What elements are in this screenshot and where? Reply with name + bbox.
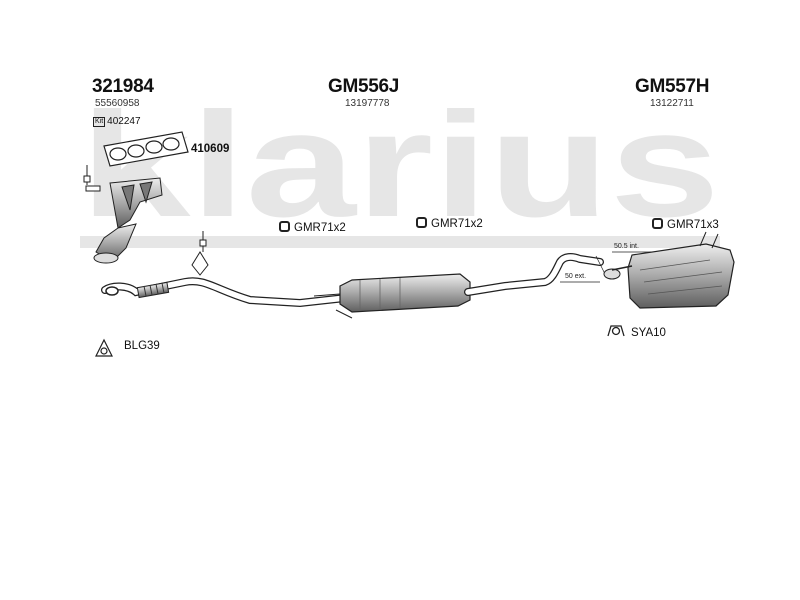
- kit-code: 402247: [107, 116, 141, 127]
- part-subcode-front: 55560958: [95, 98, 140, 109]
- dimension-external: 50 ext.: [565, 273, 587, 280]
- part-number-front[interactable]: 321984: [92, 76, 154, 97]
- mount-label: GMR71x2: [294, 222, 346, 234]
- mount-icon: [279, 221, 290, 232]
- front-pipe[interactable]: [101, 251, 349, 308]
- mount-callout-2[interactable]: GMR71x2: [416, 217, 483, 230]
- rear-silencer[interactable]: [603, 231, 735, 309]
- mount-callout-3[interactable]: GMR71x3: [652, 218, 719, 231]
- klarius-watermark: klarius: [80, 108, 720, 248]
- watermark-text: klarius: [80, 108, 720, 248]
- manifold-gasket[interactable]: [103, 131, 189, 167]
- mount-callout-1[interactable]: GMR71x2: [279, 221, 346, 234]
- bracket-icon: [607, 325, 625, 337]
- watermark-underline: [80, 236, 720, 248]
- mount-icon: [416, 217, 427, 228]
- clamp-icon: [95, 338, 113, 357]
- middle-silencer[interactable]: [313, 253, 604, 319]
- part-subcode-middle: 13197778: [345, 98, 390, 109]
- kit-badge: Kit: [93, 117, 106, 127]
- bracket-label[interactable]: SYA10: [631, 327, 666, 339]
- dimension-internal: 50.5 int.: [614, 243, 639, 250]
- part-number-rear[interactable]: GM557H: [635, 76, 710, 97]
- part-number-middle[interactable]: GM556J: [328, 76, 400, 97]
- manifold-studs: [83, 165, 207, 252]
- manifold-catalyst[interactable]: [93, 177, 163, 264]
- mount-label: GMR71x2: [431, 218, 483, 230]
- part-subcode-rear: 13122711: [650, 98, 694, 109]
- gasket-callout[interactable]: 410609: [191, 143, 230, 155]
- clamp-label[interactable]: BLG39: [124, 340, 160, 352]
- mount-label: GMR71x3: [667, 219, 719, 231]
- mount-icon: [652, 218, 663, 229]
